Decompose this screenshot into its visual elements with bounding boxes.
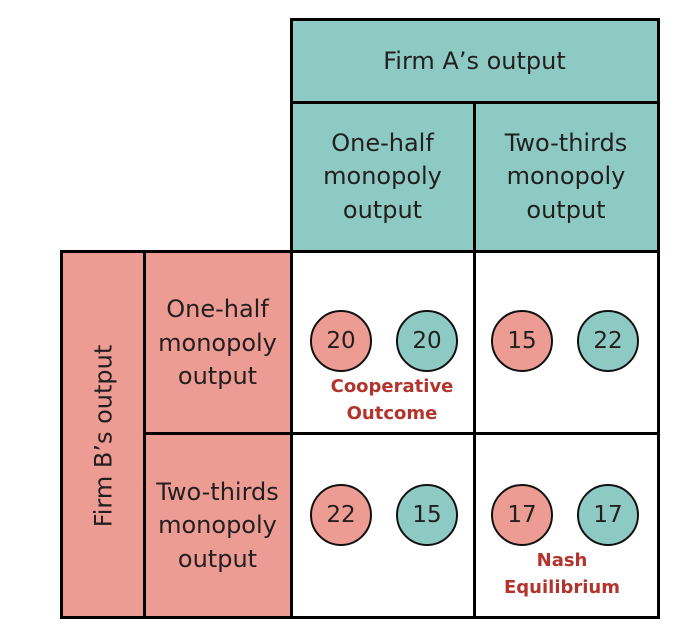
payoff-a-r2c2: 17 [577, 484, 639, 546]
payoff-b-r2c1: 22 [310, 484, 372, 546]
payoff-b-r2c2-value: 17 [507, 502, 537, 528]
firm-a-col1-header: One-half monopoly output [291, 103, 474, 251]
payoff-b-r1c1-value: 20 [326, 328, 356, 354]
payoff-b-r1c2-value: 15 [507, 328, 537, 354]
payoff-a-r2c1-value: 15 [412, 502, 442, 528]
firm-a-col2-header: Two-thirds monopoly output [474, 103, 658, 251]
firm-b-title-text: Firm B’s output [89, 344, 118, 527]
grid-line [60, 616, 660, 619]
payoff-a-r1c2-value: 22 [593, 328, 623, 354]
grid-line [144, 432, 660, 435]
payoff-b-r1c1: 20 [310, 310, 372, 372]
grid-line [290, 18, 293, 619]
firm-a-title: Firm A’s output [291, 20, 658, 103]
payoff-a-r1c1-value: 20 [412, 328, 442, 354]
grid-line [657, 18, 660, 619]
payoff-a-r2c2-value: 17 [593, 502, 623, 528]
nash-equilibrium-label: Nash Equilibrium [503, 550, 620, 598]
firm-b-row2-header: Two-thirds monopoly output [144, 434, 291, 618]
payoff-a-r1c1: 20 [396, 310, 458, 372]
firm-b-row2-text: Two-thirds monopoly output [156, 477, 279, 573]
grid-line [143, 250, 146, 619]
payoff-b-r1c2: 15 [491, 310, 553, 372]
firm-a-col2-text: Two-thirds monopoly output [504, 128, 628, 224]
payoff-b-r2c1-value: 22 [326, 502, 356, 528]
firm-b-title: Firm B’s output [62, 253, 144, 618]
firm-a-col1-text: One-half monopoly output [323, 128, 442, 224]
grid-line [60, 250, 63, 619]
payoff-b-r2c2: 17 [491, 484, 553, 546]
firm-b-row1-header: One-half monopoly output [144, 253, 291, 434]
payoff-a-r2c1: 15 [396, 484, 458, 546]
grid-line [291, 18, 660, 21]
firm-a-title-text: Firm A’s output [383, 46, 566, 75]
grid-line [60, 250, 660, 253]
firm-b-row1-text: One-half monopoly output [158, 295, 277, 391]
firm-b-title-cell [62, 253, 144, 618]
grid-line [473, 101, 476, 619]
payoff-a-r1c2: 22 [577, 310, 639, 372]
cooperative-outcome-label: Cooperative Outcome [330, 376, 454, 424]
